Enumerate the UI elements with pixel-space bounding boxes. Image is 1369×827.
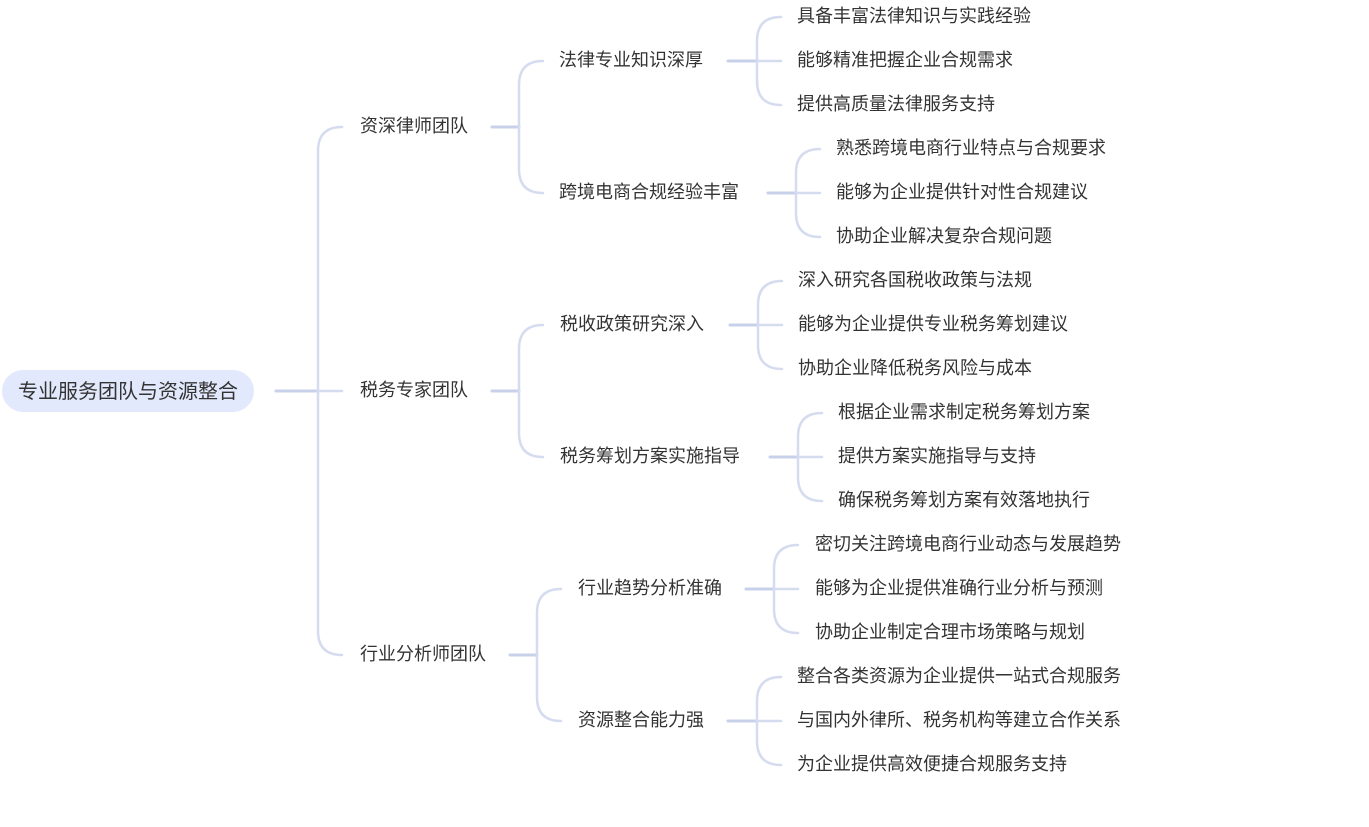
subtopic-node[interactable]: 法律专业知识深厚 xyxy=(559,50,703,71)
leaf-node[interactable]: 提供方案实施指导与支持 xyxy=(838,446,1036,467)
subtopic-node[interactable]: 行业趋势分析准确 xyxy=(578,578,722,599)
leaf-node[interactable]: 提供高质量法律服务支持 xyxy=(797,94,995,115)
subtopic-node[interactable]: 资源整合能力强 xyxy=(578,710,704,731)
leaf-node[interactable]: 与国内外律所、税务机构等建立合作关系 xyxy=(797,710,1121,731)
leaf-node[interactable]: 整合各类资源为企业提供一站式合规服务 xyxy=(797,666,1121,687)
branch-node-senior-lawyers[interactable]: 资深律师团队 xyxy=(360,116,468,137)
leaf-node[interactable]: 确保税务筹划方案有效落地执行 xyxy=(838,490,1090,511)
leaf-node[interactable]: 具备丰富法律知识与实践经验 xyxy=(797,6,1031,27)
leaf-node[interactable]: 能够为企业提供准确行业分析与预测 xyxy=(815,578,1103,599)
subtopic-node[interactable]: 税务筹划方案实施指导 xyxy=(560,446,740,467)
leaf-node[interactable]: 能够为企业提供针对性合规建议 xyxy=(836,182,1088,203)
subtopic-node[interactable]: 跨境电商合规经验丰富 xyxy=(559,182,739,203)
leaf-node[interactable]: 深入研究各国税收政策与法规 xyxy=(798,270,1032,291)
leaf-node[interactable]: 协助企业降低税务风险与成本 xyxy=(798,358,1032,379)
leaf-node[interactable]: 能够为企业提供专业税务筹划建议 xyxy=(798,314,1068,335)
branch-node-tax-experts[interactable]: 税务专家团队 xyxy=(360,380,468,401)
root-node[interactable]: 专业服务团队与资源整合 xyxy=(2,370,254,412)
leaf-node[interactable]: 协助企业解决复杂合规问题 xyxy=(836,226,1052,247)
subtopic-node[interactable]: 税收政策研究深入 xyxy=(560,314,704,335)
leaf-node[interactable]: 根据企业需求制定税务筹划方案 xyxy=(838,402,1090,423)
leaf-node[interactable]: 熟悉跨境电商行业特点与合规要求 xyxy=(836,138,1106,159)
leaf-node[interactable]: 能够精准把握企业合规需求 xyxy=(797,50,1013,71)
leaf-node[interactable]: 为企业提供高效便捷合规服务支持 xyxy=(797,754,1067,775)
leaf-node[interactable]: 协助企业制定合理市场策略与规划 xyxy=(815,622,1085,643)
leaf-node[interactable]: 密切关注跨境电商行业动态与发展趋势 xyxy=(815,534,1121,555)
branch-node-industry-analysts[interactable]: 行业分析师团队 xyxy=(360,644,486,665)
